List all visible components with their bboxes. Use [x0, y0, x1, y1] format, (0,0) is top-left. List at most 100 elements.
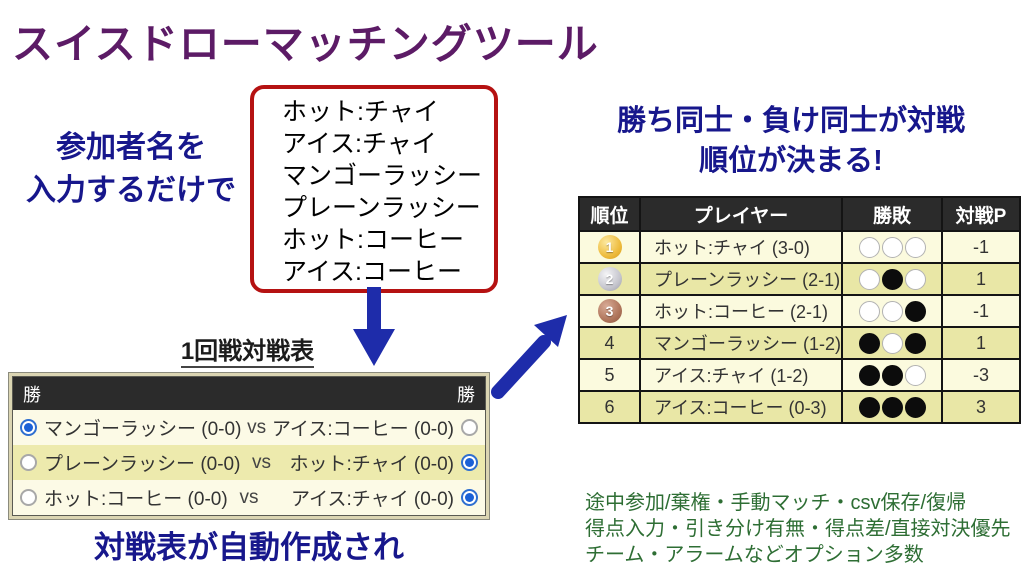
right-heading-line1: 勝ち同士・負け同士が対戦: [616, 105, 965, 137]
loss-circle-icon: [904, 396, 926, 418]
win-circle-icon: [881, 332, 903, 354]
feature-line: 途中参加/棄権・手動マッチ・csv保存/復帰: [585, 492, 967, 514]
loss-circle-icon: [904, 300, 926, 322]
win-circle-icon: [904, 236, 926, 258]
right-player-name: アイス:コーヒー (0-0): [271, 419, 454, 440]
match-p-cell: -1: [941, 294, 1022, 328]
standings-header-cell: 勝敗: [841, 196, 944, 232]
loss-circle-icon: [904, 332, 926, 354]
match-p-cell: 3: [941, 390, 1022, 424]
standings-header-cell: プレイヤー: [638, 196, 844, 232]
down-arrow-icon: [353, 287, 395, 366]
win-circle-icon: [858, 236, 880, 258]
features-list: 途中参加/棄権・手動マッチ・csv保存/復帰得点入力・引き分け有無・得点差/直接…: [585, 490, 1011, 568]
match-left: プレーンラッシー (0-0): [20, 449, 240, 476]
bronze-medal-icon: 3: [597, 299, 622, 323]
vs-label: vs: [247, 416, 267, 438]
right-win-radio[interactable]: [461, 419, 478, 436]
results-cell: [841, 262, 944, 296]
match-left: マンゴーラッシー (0-0): [20, 414, 241, 441]
loss-circle-icon: [858, 396, 880, 418]
left-note-line1: 参加者名を: [56, 131, 206, 164]
participant-name: アイス:チャイ: [282, 130, 437, 158]
rank-cell: 1: [578, 230, 641, 264]
participant-name: マンゴーラッシー: [282, 162, 483, 190]
participant-name: ホット:コーヒー: [282, 226, 464, 254]
standings-header-row: 順位プレイヤー勝敗対戦P: [578, 196, 1022, 232]
rank-cell: 5: [578, 358, 641, 392]
match-p-cell: -3: [941, 358, 1022, 392]
win-circle-icon: [904, 364, 926, 386]
results-cell: [841, 358, 944, 392]
left-player-name: プレーンラッシー (0-0): [44, 454, 241, 475]
left-win-radio[interactable]: [20, 489, 37, 506]
left-note: 参加者名を 入力するだけで: [0, 126, 262, 212]
standings-header-cell: 順位: [578, 196, 641, 232]
right-win-radio[interactable]: [461, 489, 478, 506]
left-note-line2: 入力するだけで: [26, 174, 236, 207]
player-cell: ホット:チャイ (3-0): [638, 230, 844, 264]
loss-circle-icon: [881, 396, 903, 418]
loss-circle-icon: [881, 268, 903, 290]
match-right: アイス:コーヒー (0-0): [272, 414, 478, 441]
right-win-radio[interactable]: [461, 454, 478, 471]
round1-header: 勝 勝: [13, 377, 485, 410]
win-circle-icon: [904, 268, 926, 290]
left-win-radio[interactable]: [20, 419, 37, 436]
results-cell: [841, 390, 944, 424]
standings-row: 1 ホット:チャイ (3-0) -1: [578, 230, 1022, 264]
match-p-cell: 1: [941, 326, 1022, 360]
match-left: ホット:コーヒー (0-0): [20, 484, 228, 511]
player-cell: ホット:コーヒー (2-1): [638, 294, 844, 328]
match-right: アイス:チャイ (0-0): [270, 484, 478, 511]
standings-row: 3 ホット:コーヒー (2-1) -1: [578, 294, 1022, 328]
diagonal-arrow-icon: [491, 315, 567, 399]
win-circle-icon: [858, 300, 880, 322]
left-player-name: ホット:コーヒー (0-0): [44, 489, 228, 510]
page-title: スイスドローマッチングツール: [12, 21, 599, 67]
player-cell: マンゴーラッシー (1-2): [638, 326, 844, 360]
right-heading: 勝ち同士・負け同士が対戦 順位が決まる!: [560, 101, 1022, 181]
round1-header-right: 勝: [457, 384, 475, 405]
win-circle-icon: [881, 300, 903, 322]
win-circle-icon: [858, 268, 880, 290]
participant-name: ホット:チャイ: [282, 98, 439, 126]
participant-name: アイス:コーヒー: [282, 258, 462, 286]
bottom-caption: 対戦表が自動作成され: [94, 530, 404, 565]
feature-line: チーム・アラームなどオプション多数: [585, 544, 924, 566]
right-player-name: アイス:チャイ (0-0): [291, 489, 454, 510]
silver-medal-icon: 2: [597, 267, 622, 291]
results-cell: [841, 326, 944, 360]
player-cell: アイス:コーヒー (0-3): [638, 390, 844, 424]
match-p-cell: 1: [941, 262, 1022, 296]
rank-cell: 2: [578, 262, 641, 296]
feature-line: 得点入力・引き分け有無・得点差/直接対決優先: [585, 518, 1011, 540]
left-player-name: マンゴーラッシー (0-0): [44, 419, 242, 440]
match-p-cell: -1: [941, 230, 1022, 264]
vs-label: vs: [251, 451, 271, 473]
player-cell: アイス:チャイ (1-2): [638, 358, 844, 392]
right-heading-line2: 順位が決まる!: [699, 145, 883, 177]
rank-cell: 3: [578, 294, 641, 328]
rank-cell: 4: [578, 326, 641, 360]
standings-header-cell: 対戦P: [941, 196, 1022, 232]
gold-medal-icon: 1: [597, 235, 622, 259]
loss-circle-icon: [858, 364, 880, 386]
right-player-name: ホット:チャイ (0-0): [289, 454, 454, 475]
results-cell: [841, 230, 944, 264]
left-win-radio[interactable]: [20, 454, 37, 471]
rank-cell: 6: [578, 390, 641, 424]
match-row: プレーンラッシー (0-0) vs ホット:チャイ (0-0): [13, 445, 485, 480]
match-right: ホット:チャイ (0-0): [282, 449, 478, 476]
